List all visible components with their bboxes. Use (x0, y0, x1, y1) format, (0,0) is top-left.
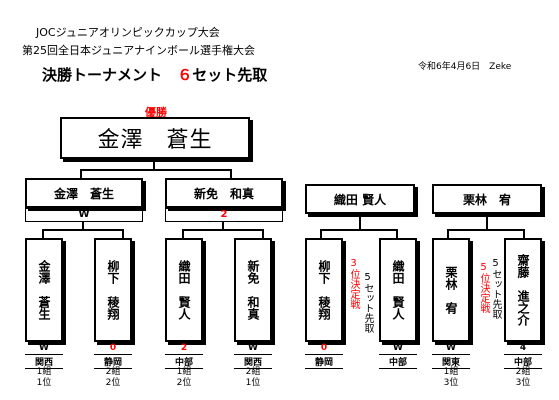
fifth-place-note: 5位決定戦 (478, 262, 489, 313)
bracket-line (42, 229, 124, 231)
semi-score-1: W (25, 208, 143, 222)
player-region: 静岡 (305, 354, 343, 369)
third-place-note: 3位決定戦 (348, 258, 359, 309)
semi-score-2: 2 (165, 208, 283, 222)
bracket-line (447, 229, 525, 231)
bracket-line (42, 229, 44, 238)
bracket-line (80, 169, 82, 178)
third-place-box: 織田 賢人 (305, 184, 415, 214)
bracket-line (447, 229, 449, 238)
player-score: W (248, 343, 258, 353)
champion-box: 金澤 蒼生 (60, 117, 250, 159)
player-score: 0 (109, 343, 117, 353)
player-name: 齋藤 進之介 (516, 254, 530, 326)
player-name: 柳下 稜翔 (106, 260, 120, 320)
bracket-line (182, 229, 264, 231)
bracket-line (122, 229, 124, 238)
bracket-line (396, 229, 398, 238)
player-name: 織田 賢人 (177, 260, 191, 320)
player-box-7: 栗林 宥 (432, 238, 470, 342)
fifth-place-rule: 5セット先取 (490, 258, 501, 319)
player-name: 新免 和真 (246, 260, 260, 320)
bracket-line (80, 169, 232, 171)
player-score: W (39, 343, 49, 353)
player-box-4: 新免 和真 (234, 238, 272, 342)
champion-label: 優勝 (145, 106, 167, 119)
bracket-line (320, 229, 322, 238)
bracket-line (359, 214, 361, 229)
player-box-8: 齋藤 進之介 (504, 238, 542, 342)
player-box-5: 柳下 稜翔 (305, 238, 343, 342)
player-region: 中部 (504, 354, 542, 369)
header-line2: 第25回全日本ジュニアナインボール選手権大会 (22, 44, 256, 57)
player-region: 関西 (25, 354, 63, 369)
third-place-rule: 5セット先取 (362, 272, 373, 333)
player-region: 中部 (379, 354, 417, 369)
player-box-3: 織田 賢人 (165, 238, 203, 342)
player-score: W (446, 343, 456, 353)
player-region: 静岡 (94, 354, 132, 369)
player-name: 栗林 宥 (444, 266, 458, 314)
player-score: 0 (320, 343, 328, 353)
third-place-name: 織田 賢人 (333, 192, 387, 207)
player-region: 関東 (432, 354, 470, 369)
player-name: 織田 賢人 (391, 260, 405, 320)
player-region: 中部 (165, 354, 203, 369)
bracket-line (230, 169, 232, 178)
title-suffix: セット先取 (192, 66, 268, 84)
player-name: 金澤 蒼生 (37, 260, 51, 320)
champion-name: 金澤 蒼生 (97, 128, 213, 153)
bracket-line (82, 222, 84, 230)
player-score: W (393, 343, 403, 353)
semi-box-2: 新免 和真 (165, 178, 283, 208)
page-title: 決勝トーナメント ６セット先取 (42, 64, 267, 85)
bracket-line (523, 229, 525, 238)
player-region: 関西 (234, 354, 272, 369)
bracket-line (262, 229, 264, 238)
bracket-line (153, 159, 155, 169)
player-box-6: 織田 賢人 (379, 238, 417, 342)
player-name: 柳下 稜翔 (317, 260, 331, 320)
fifth-place-name: 栗林 宥 (462, 192, 511, 207)
date-info: 令和6年4月6日 Zeke (418, 62, 512, 72)
bracket-line (486, 214, 488, 229)
bracket-line (182, 229, 184, 238)
title-number: ６ (177, 66, 193, 84)
fifth-place-box: 栗林 宥 (432, 184, 542, 214)
bracket-line (222, 222, 224, 230)
bracket-line (320, 229, 398, 231)
semi-name: 金澤 蒼生 (53, 186, 114, 201)
header-line1: JOCジュニアオリンピックカップ大会 (36, 26, 220, 39)
player-box-2: 柳下 稜翔 (94, 238, 132, 342)
player-score: 4 (519, 343, 527, 353)
player-score: 2 (180, 343, 188, 353)
player-box-1: 金澤 蒼生 (25, 238, 63, 342)
semi-name: 新免 和真 (193, 186, 254, 201)
title-prefix: 決勝トーナメント (42, 66, 163, 84)
semi-box-1: 金澤 蒼生 (25, 178, 143, 208)
